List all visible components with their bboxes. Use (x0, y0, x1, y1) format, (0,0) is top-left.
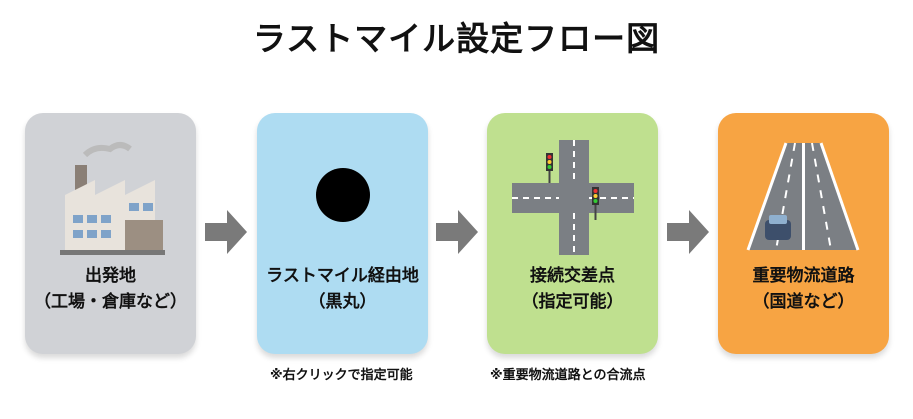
step-title: 接続交差点 (530, 266, 615, 286)
arrow-right-icon (205, 210, 247, 254)
step-junction: 接続交差点 （指定可能） (487, 113, 658, 354)
step-waypoint-label: ラストマイル経由地 （黒丸） (257, 263, 428, 315)
step-key-logistics-road: 重要物流道路 （国道など） (718, 113, 889, 354)
black-circle-icon (316, 168, 370, 222)
page-title: ラストマイル設定フロー図 (252, 19, 661, 58)
step-subtitle: （工場・倉庫など） (34, 292, 187, 312)
step-lastmile-waypoint: ラストマイル経由地 （黒丸） (257, 113, 428, 354)
step-subtitle: （国道など） (752, 292, 855, 312)
step-origin: 出発地 （工場・倉庫など） (25, 113, 196, 354)
highway-icon (746, 142, 860, 251)
step-road-label: 重要物流道路 （国道など） (718, 263, 889, 315)
arrow-right-icon (667, 210, 709, 254)
factory-icon (60, 142, 165, 255)
step-origin-label: 出発地 （工場・倉庫など） (25, 263, 196, 315)
step-title: 出発地 (85, 266, 136, 286)
arrow-right-icon (436, 210, 478, 254)
intersection-icon (512, 140, 634, 255)
step-subtitle: （指定可能） (521, 292, 624, 312)
step-junction-label: 接続交差点 （指定可能） (487, 263, 658, 315)
step-title: 重要物流道路 (752, 266, 855, 286)
waypoint-note: ※右クリックで指定可能 (270, 368, 413, 383)
junction-note: ※重要物流道路との合流点 (490, 368, 646, 383)
step-title: ラストマイル経由地 (266, 266, 419, 286)
step-subtitle: （黒丸） (308, 292, 377, 312)
